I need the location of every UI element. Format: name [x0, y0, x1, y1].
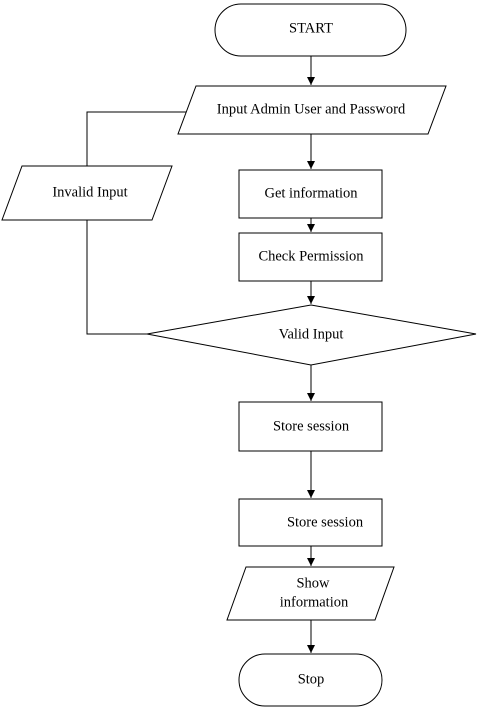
- node-invalid-input: Invalid Input: [1, 165, 173, 221]
- node-store-session-1: Store session: [238, 401, 383, 452]
- node-input-admin: Input Admin User and Password: [177, 85, 447, 135]
- node-store-session-2-label: Store session: [287, 514, 364, 530]
- node-input-admin-label: Input Admin User and Password: [217, 101, 406, 117]
- node-store-session-2: Store session: [238, 498, 383, 547]
- node-valid-input: Valid Input: [146, 304, 477, 366]
- edge-invalid-input-to-input-admin: [86, 108, 196, 166]
- node-check-permission-label: Check Permission: [258, 248, 364, 264]
- node-start-label: START: [289, 20, 333, 36]
- node-get-info-label: Get information: [264, 185, 358, 201]
- node-invalid-input-label: Invalid Input: [52, 184, 127, 200]
- node-show-info: Show information: [226, 566, 395, 621]
- node-start: START: [214, 3, 407, 57]
- node-stop: Stop: [238, 653, 383, 707]
- node-stop-label: Stop: [298, 671, 325, 687]
- node-store-session-1-label: Store session: [273, 418, 350, 434]
- node-show-info-label-line1: Show: [296, 575, 330, 591]
- node-get-info: Get information: [238, 169, 383, 219]
- node-show-info-label-line2: information: [280, 594, 349, 610]
- edges: [86, 56, 315, 653]
- node-check-permission: Check Permission: [238, 232, 383, 282]
- edge-valid-input-to-invalid-input: [86, 220, 147, 335]
- node-valid-input-label: Valid Input: [279, 326, 344, 342]
